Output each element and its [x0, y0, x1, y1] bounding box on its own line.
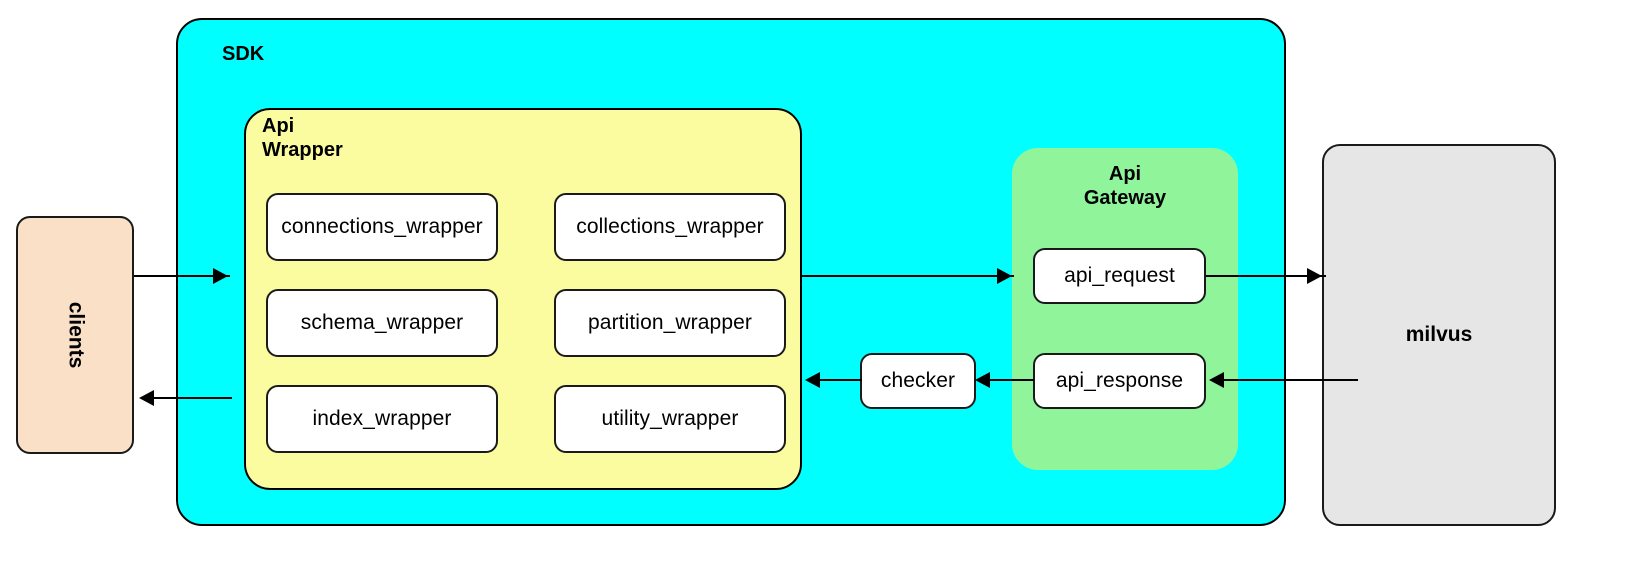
api-gateway-title: Api Gateway: [1083, 163, 1167, 210]
clients-node[interactable]: clients: [16, 216, 134, 454]
module-index-wrapper[interactable]: index_wrapper: [266, 385, 498, 453]
connector-milvus-to-api-response: [1222, 379, 1358, 381]
api-wrapper-title: Api Wrapper: [262, 115, 343, 162]
connector-api-response-to-checker: [980, 379, 1034, 381]
checker-node[interactable]: checker: [860, 353, 976, 409]
module-partition-wrapper[interactable]: partition_wrapper: [554, 289, 786, 357]
arrowhead-right-icon: [1307, 268, 1322, 284]
module-collections-wrapper[interactable]: collections_wrapper: [554, 193, 786, 261]
module-utility-wrapper[interactable]: utility_wrapper: [554, 385, 786, 453]
connector-clients-to-api-wrapper: [134, 275, 230, 277]
module-connections-wrapper[interactable]: connections_wrapper: [266, 193, 498, 261]
arrowhead-left-icon: [975, 372, 990, 388]
connector-api-wrapper-to-api-gateway: [802, 275, 1014, 277]
arrowhead-left-icon: [139, 390, 154, 406]
api-request-node[interactable]: api_request: [1033, 248, 1206, 304]
connector-api-wrapper-to-clients: [150, 397, 232, 399]
clients-label: clients: [64, 301, 87, 369]
connector-api-request-to-milvus: [1206, 275, 1326, 277]
connector-checker-to-api-wrapper: [818, 379, 862, 381]
arrowhead-left-icon: [1209, 372, 1224, 388]
milvus-node[interactable]: milvus: [1322, 144, 1556, 526]
arrowhead-right-icon: [997, 268, 1012, 284]
arrowhead-right-icon: [213, 268, 228, 284]
api-gateway-container: [1012, 148, 1238, 470]
sdk-title: SDK: [222, 43, 265, 65]
api-response-node[interactable]: api_response: [1033, 353, 1206, 409]
arrowhead-left-icon: [805, 372, 820, 388]
module-schema-wrapper[interactable]: schema_wrapper: [266, 289, 498, 357]
